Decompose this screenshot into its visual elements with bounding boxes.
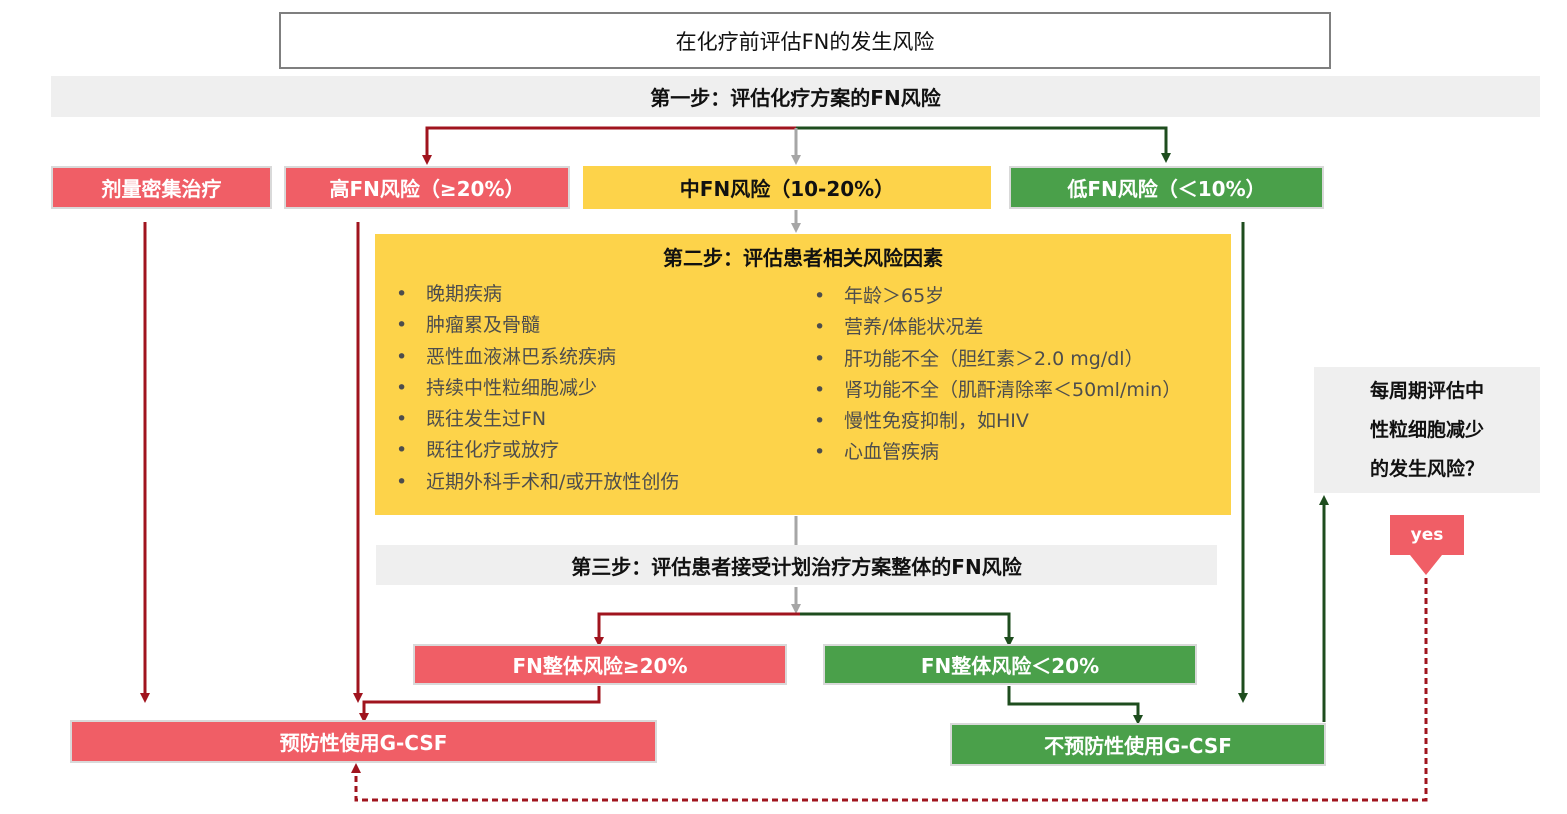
yes-arrow-head	[1410, 555, 1442, 575]
arrow-overall-high-to-use	[359, 686, 601, 723]
dashed-feedback-loop	[351, 578, 1428, 802]
step1-heading: 第一步：评估化疗方案的FN风险	[51, 76, 1540, 117]
list-item: 近期外科手术和/或开放性创伤	[375, 467, 679, 498]
arrow-overall-low-to-no-use	[1007, 686, 1143, 725]
arrow-to-overall-high	[594, 612, 800, 647]
overall-high-risk-box: FN整体风险≥20%	[413, 644, 787, 685]
list-item: 既往发生过FN	[375, 404, 679, 435]
no-gcsf-box: 不预防性使用G-CSF	[950, 723, 1326, 766]
assess-line-2: 性粒细胞减少	[1369, 418, 1484, 441]
assess-line-3: 的发生风险？	[1369, 457, 1484, 480]
arrow-to-low-risk	[796, 126, 1171, 163]
mid-risk-box: 中FN风险（10-20%）	[583, 166, 991, 209]
assess-each-cycle-box: 每周期评估中 性粒细胞减少 的发生风险？	[1314, 367, 1540, 493]
list-item: 既往化疗或放疗	[375, 435, 679, 466]
list-item: 肾功能不全（肌酐清除率＜50ml/min）	[793, 375, 1181, 406]
arrow-to-high-risk	[422, 126, 796, 165]
high-risk-box: 高FN风险（≥20%）	[284, 166, 570, 209]
patient-risk-factors-panel: 第二步：评估患者相关风险因素 晚期疾病 肿瘤累及骨髓 恶性血液淋巴系统疾病 持续…	[375, 234, 1231, 515]
overall-low-risk-box: FN整体风险＜20%	[823, 644, 1197, 685]
list-item: 持续中性粒细胞减少	[375, 373, 679, 404]
risk-factor-list-left: 晚期疾病 肿瘤累及骨髓 恶性血液淋巴系统疾病 持续中性粒细胞减少 既往发生过FN…	[375, 279, 679, 498]
list-item: 肿瘤累及骨髓	[375, 310, 679, 341]
step2-heading: 第二步：评估患者相关风险因素	[663, 246, 943, 270]
list-item: 营养/体能状况差	[793, 312, 1181, 343]
list-item: 晚期疾病	[375, 279, 679, 310]
dose-dense-box: 剂量密集治疗	[51, 166, 272, 209]
list-item: 肝功能不全（胆红素＞2.0 mg/dl）	[793, 344, 1181, 375]
assess-line-1: 每周期评估中	[1369, 379, 1484, 402]
low-risk-box: 低FN风险（＜10%）	[1009, 166, 1324, 209]
risk-factor-list-right: 年龄＞65岁 营养/体能状况差 肝功能不全（胆红素＞2.0 mg/dl） 肾功能…	[793, 281, 1181, 469]
step3-heading: 第三步：评估患者接受计划治疗方案整体的FN风险	[376, 545, 1217, 585]
yes-label: yes	[1390, 515, 1464, 555]
list-item: 恶性血液淋巴系统疾病	[375, 342, 679, 373]
list-item: 慢性免疫抑制，如HIV	[793, 406, 1181, 437]
use-gcsf-box: 预防性使用G-CSF	[70, 720, 657, 763]
page-title: 在化疗前评估FN的发生风险	[279, 12, 1331, 69]
list-item: 心血管疾病	[793, 437, 1181, 468]
list-item: 年龄＞65岁	[793, 281, 1181, 312]
arrow-to-overall-low	[800, 612, 1014, 647]
